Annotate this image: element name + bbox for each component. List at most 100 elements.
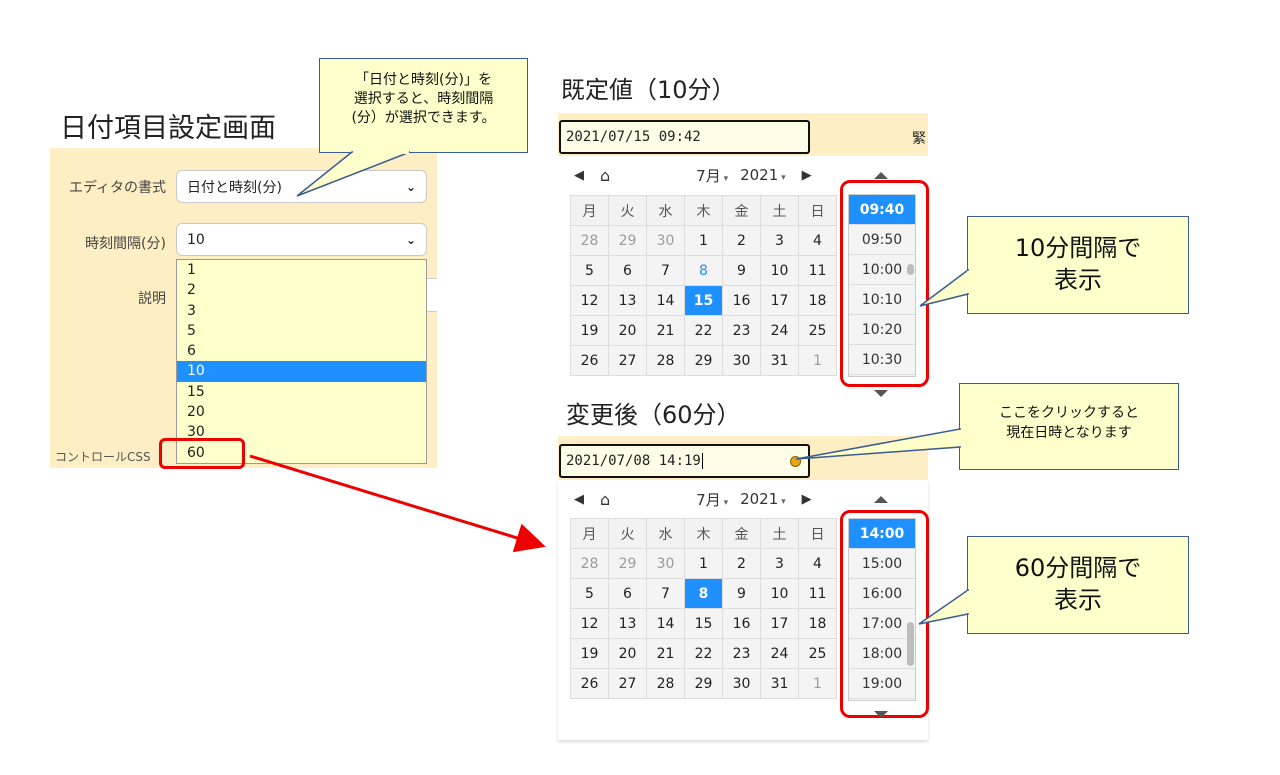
- calendar-day[interactable]: 5: [570, 255, 609, 286]
- calendar-day[interactable]: 27: [608, 668, 647, 699]
- clock-icon[interactable]: [790, 456, 801, 467]
- calendar-day[interactable]: 8: [684, 255, 723, 286]
- calendar-day[interactable]: 24: [760, 638, 799, 669]
- calendar-day[interactable]: 29: [684, 668, 723, 699]
- calendar-day[interactable]: 6: [608, 255, 647, 286]
- time-slot[interactable]: 10:00: [849, 255, 915, 285]
- interval-select[interactable]: 10 ⌄: [176, 223, 427, 256]
- calendar-day[interactable]: 31: [760, 345, 799, 376]
- calendar-day[interactable]: 28: [646, 668, 685, 699]
- calendar-day[interactable]: 29: [684, 345, 723, 376]
- calendar-day[interactable]: 25: [798, 315, 837, 346]
- month-select[interactable]: 7月 ▾: [696, 490, 729, 509]
- time-slot[interactable]: 10:10: [849, 285, 915, 315]
- time-slot[interactable]: 16:00: [849, 579, 915, 609]
- year-select[interactable]: 2021 ▾: [740, 166, 786, 184]
- calendar-day[interactable]: 21: [646, 315, 685, 346]
- triangle-left-icon[interactable]: ◀: [574, 167, 584, 183]
- calendar-day[interactable]: 17: [760, 608, 799, 639]
- calendar-day[interactable]: 19: [570, 315, 609, 346]
- calendar-day[interactable]: 25: [798, 638, 837, 669]
- year-select[interactable]: 2021 ▾: [740, 490, 786, 508]
- triangle-down-icon[interactable]: [874, 711, 888, 718]
- calendar-day[interactable]: 23: [722, 315, 761, 346]
- calendar-day[interactable]: 22: [684, 638, 723, 669]
- calendar-day[interactable]: 28: [646, 345, 685, 376]
- interval-option[interactable]: 6: [187, 343, 196, 360]
- calendar-day[interactable]: 23: [722, 638, 761, 669]
- calendar-day[interactable]: 11: [798, 255, 837, 286]
- interval-option[interactable]: 30: [187, 424, 205, 441]
- calendar-day[interactable]: 24: [760, 315, 799, 346]
- calendar-day[interactable]: 12: [570, 285, 609, 316]
- calendar-day[interactable]: 29: [608, 548, 647, 579]
- time-slot[interactable]: 14:00: [849, 519, 915, 549]
- calendar-day[interactable]: 30: [646, 548, 685, 579]
- calendar-day[interactable]: 8: [684, 578, 723, 609]
- calendar-day[interactable]: 16: [722, 285, 761, 316]
- calendar-day[interactable]: 10: [760, 255, 799, 286]
- calendar-day[interactable]: 5: [570, 578, 609, 609]
- calendar-day[interactable]: 10: [760, 578, 799, 609]
- calendar-day[interactable]: 27: [608, 345, 647, 376]
- calendar-day[interactable]: 28: [570, 225, 609, 256]
- home-icon[interactable]: ⌂: [600, 165, 611, 185]
- calendar-day[interactable]: 17: [760, 285, 799, 316]
- calendar-day[interactable]: 20: [608, 315, 647, 346]
- time-scroll-thumb[interactable]: [907, 622, 914, 666]
- interval-option[interactable]: 1: [187, 262, 196, 278]
- calendar-day[interactable]: 31: [760, 668, 799, 699]
- calendar-day[interactable]: 18: [798, 285, 837, 316]
- calendar-day[interactable]: 26: [570, 345, 609, 376]
- calendar-day[interactable]: 1: [684, 225, 723, 256]
- calendar-day[interactable]: 1: [684, 548, 723, 579]
- changed-datetime-input[interactable]: 2021/07/08 14:19: [559, 444, 810, 478]
- calendar-day[interactable]: 29: [608, 225, 647, 256]
- calendar-day[interactable]: 4: [798, 225, 837, 256]
- calendar-day[interactable]: 22: [684, 315, 723, 346]
- time-slot[interactable]: 15:00: [849, 549, 915, 579]
- calendar-day[interactable]: 9: [722, 578, 761, 609]
- calendar-day[interactable]: 12: [570, 608, 609, 639]
- calendar-day[interactable]: 2: [722, 548, 761, 579]
- month-select[interactable]: 7月 ▾: [696, 166, 729, 185]
- calendar-day[interactable]: 30: [722, 345, 761, 376]
- time-slot[interactable]: 10:20: [849, 315, 915, 345]
- calendar-day[interactable]: 1: [798, 345, 837, 376]
- calendar-day[interactable]: 30: [646, 225, 685, 256]
- calendar-day[interactable]: 18: [798, 608, 837, 639]
- interval-option[interactable]: 2: [187, 282, 196, 299]
- calendar-day[interactable]: 11: [798, 578, 837, 609]
- calendar-day[interactable]: 15: [684, 285, 723, 316]
- interval-option[interactable]: 15: [187, 383, 205, 400]
- interval-option[interactable]: 5: [187, 322, 196, 339]
- time-slot[interactable]: 19:00: [849, 669, 915, 699]
- triangle-right-icon[interactable]: ▶: [801, 167, 812, 183]
- interval-option[interactable]: 10: [177, 361, 426, 382]
- triangle-left-icon[interactable]: ◀: [574, 491, 584, 507]
- calendar-day[interactable]: 19: [570, 638, 609, 669]
- time-scroll-thumb[interactable]: [907, 264, 914, 275]
- calendar-day[interactable]: 28: [570, 548, 609, 579]
- calendar-day[interactable]: 3: [760, 225, 799, 256]
- calendar-day[interactable]: 4: [798, 548, 837, 579]
- default-datetime-input[interactable]: 2021/07/15 09:42: [559, 120, 810, 154]
- calendar-day[interactable]: 14: [646, 608, 685, 639]
- calendar-day[interactable]: 3: [760, 548, 799, 579]
- calendar-day[interactable]: 26: [570, 668, 609, 699]
- calendar-day[interactable]: 16: [722, 608, 761, 639]
- calendar-day[interactable]: 2: [722, 225, 761, 256]
- interval-option[interactable]: 20: [187, 404, 205, 421]
- calendar-day[interactable]: 9: [722, 255, 761, 286]
- time-slot[interactable]: 10:30: [849, 345, 915, 375]
- triangle-up-icon[interactable]: [874, 496, 888, 503]
- triangle-up-icon[interactable]: [874, 172, 888, 179]
- calendar-day[interactable]: 7: [646, 578, 685, 609]
- calendar-day[interactable]: 6: [608, 578, 647, 609]
- triangle-down-icon[interactable]: [874, 390, 888, 397]
- home-icon[interactable]: ⌂: [600, 489, 611, 509]
- editor-format-select[interactable]: 日付と時刻(分) ⌄: [176, 170, 427, 203]
